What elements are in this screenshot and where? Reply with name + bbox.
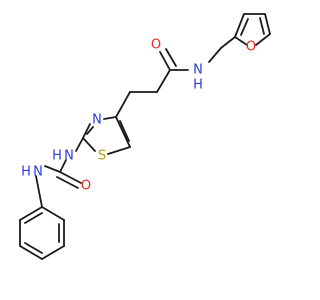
bond xyxy=(115,91,131,118)
bond xyxy=(41,206,65,221)
atom-n-urea1: N xyxy=(64,149,74,164)
bond xyxy=(115,116,131,148)
bond xyxy=(165,48,177,67)
bond xyxy=(24,212,43,224)
bond xyxy=(19,206,43,221)
bond xyxy=(82,137,96,152)
atom-n-urea2: N xyxy=(33,165,43,180)
bond xyxy=(255,33,271,46)
bond xyxy=(24,242,43,254)
bond xyxy=(159,51,171,71)
bond xyxy=(234,13,245,38)
atom-labels: O N H O N S H N O H N xyxy=(21,38,256,194)
bond xyxy=(259,17,265,35)
atom-n-thiazole: N xyxy=(92,113,102,128)
bond xyxy=(75,137,84,152)
molecule-canvas: O N H O N S H N O H N xyxy=(19,13,271,260)
bond xyxy=(119,120,130,142)
bond xyxy=(82,123,91,139)
bond xyxy=(156,69,171,93)
bonds xyxy=(19,13,271,260)
atom-h-urea1: H xyxy=(52,149,62,164)
atom-s-thiazole: S xyxy=(98,149,106,164)
bond xyxy=(41,245,65,260)
atom-o-amide: O xyxy=(151,38,161,53)
atom-h-amide: H xyxy=(193,78,203,93)
bond xyxy=(59,171,82,184)
atom-o-urea: O xyxy=(81,179,91,194)
bond xyxy=(19,245,43,260)
atom-h-urea2: H xyxy=(21,165,31,180)
bond xyxy=(103,116,117,120)
atom-o-furan: O xyxy=(246,40,256,55)
atom-n-amide: N xyxy=(193,63,203,78)
bond xyxy=(208,47,222,63)
bond xyxy=(220,36,236,49)
bond xyxy=(56,176,79,189)
structure-diagram: O N H O N S H N O H N xyxy=(19,13,271,260)
bond xyxy=(107,146,131,155)
bond xyxy=(234,36,248,46)
bond xyxy=(59,159,67,173)
bond xyxy=(35,175,43,208)
bond xyxy=(240,18,249,36)
bond xyxy=(264,13,271,35)
bond xyxy=(86,126,94,135)
bond xyxy=(44,165,61,173)
